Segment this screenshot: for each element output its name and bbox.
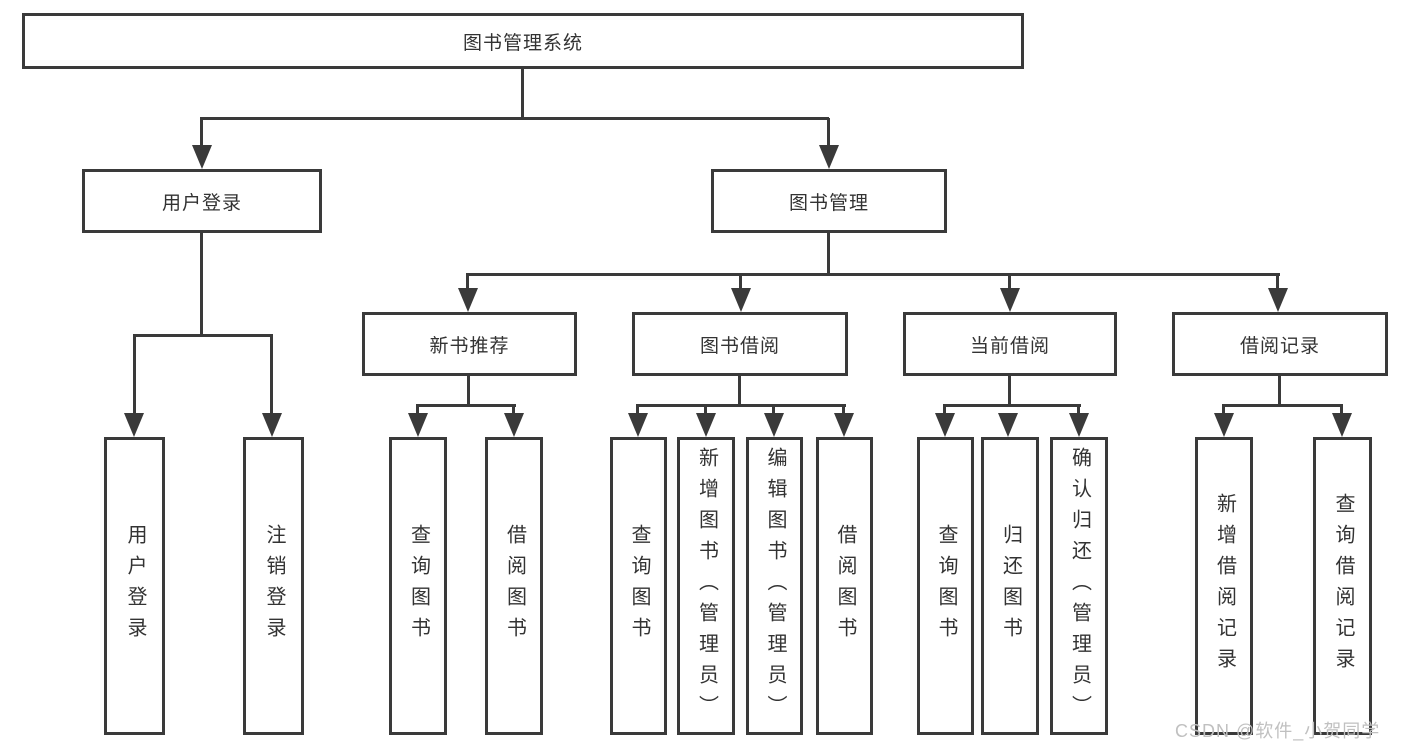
arrow-down-icon: [819, 145, 839, 169]
node-label: 归还图书: [999, 524, 1022, 648]
connector-line: [200, 118, 203, 148]
connector-line: [466, 273, 1280, 276]
connector-line: [1278, 376, 1281, 406]
connector-line: [270, 334, 273, 417]
node-book-management: 图书管理: [711, 169, 947, 233]
connector-line: [467, 376, 470, 406]
arrow-down-icon: [731, 288, 751, 312]
node-label: 查询借阅记录: [1332, 493, 1354, 679]
arrow-down-icon: [192, 145, 212, 169]
leaf-borrow-books: 借阅图书: [816, 437, 873, 735]
connector-line: [704, 405, 707, 417]
connector-line: [1077, 405, 1080, 417]
node-label: 借阅图书: [503, 524, 526, 648]
leaf-confirm-return-admin: 确认归还（管理员）: [1050, 437, 1108, 735]
csdn-watermark: CSDN @软件_小贺同学: [1175, 721, 1381, 741]
connector-line: [943, 404, 1081, 407]
arrow-down-icon: [1000, 288, 1020, 312]
node-label: 借阅记录: [1239, 335, 1320, 357]
node-label: 新增借阅记录: [1213, 493, 1236, 679]
leaf-query-books-current: 查询图书: [917, 437, 974, 735]
arrow-down-icon: [1332, 413, 1352, 437]
node-label: 图书借阅: [699, 335, 780, 357]
connector-line: [133, 334, 273, 337]
connector-line: [416, 404, 516, 407]
connector-line: [1276, 274, 1279, 294]
connector-line: [416, 405, 419, 417]
node-label: 用户登录: [124, 524, 146, 648]
node-new-book-recommend: 新书推荐: [362, 312, 577, 376]
leaf-add-borrow-record: 新增借阅记录: [1195, 437, 1253, 735]
leaf-return-books: 归还图书: [981, 437, 1039, 735]
leaf-query-borrow-record: 查询借阅记录: [1313, 437, 1372, 735]
connector-line: [636, 404, 846, 407]
connector-line: [1008, 376, 1011, 406]
leaf-add-book-admin: 新增图书（管理员）: [677, 437, 735, 735]
connector-line: [772, 405, 775, 417]
node-book-borrowing: 图书借阅: [632, 312, 848, 376]
node-current-borrowing: 当前借阅: [903, 312, 1117, 376]
leaf-borrow-books-recommend: 借阅图书: [485, 437, 543, 735]
node-user-login: 用户登录: [82, 169, 322, 233]
node-label: 查询图书: [935, 524, 957, 648]
node-label: 当前借阅: [969, 335, 1050, 357]
arrow-down-icon: [458, 288, 478, 312]
node-label: 查询图书: [628, 524, 650, 648]
leaf-user-login: 用户登录: [104, 437, 165, 735]
node-label: 编辑图书（管理员）: [764, 446, 786, 726]
connector-line: [1222, 405, 1225, 417]
arrow-down-icon: [696, 413, 716, 437]
node-label: 查询图书: [407, 524, 430, 648]
node-label: 注销登录: [263, 524, 285, 648]
connector-line: [1222, 404, 1343, 407]
connector-line: [842, 405, 845, 417]
leaf-query-books-recommend: 查询图书: [389, 437, 447, 735]
connector-line: [521, 69, 524, 118]
connector-line: [827, 233, 830, 275]
connector-line: [739, 274, 742, 294]
node-root-library-system: 图书管理系统: [22, 13, 1024, 69]
connector-line: [200, 233, 203, 334]
arrow-down-icon: [998, 413, 1018, 437]
arrow-down-icon: [1268, 288, 1288, 312]
node-label: 新书推荐: [429, 335, 510, 357]
leaf-query-books-borrow: 查询图书: [610, 437, 667, 735]
connector-line: [827, 118, 830, 148]
node-label: 图书管理系统: [462, 32, 583, 54]
connector-line: [943, 405, 946, 417]
arrow-down-icon: [262, 413, 282, 437]
arrow-down-icon: [504, 413, 524, 437]
arrow-down-icon: [1214, 413, 1234, 437]
leaf-edit-book-admin: 编辑图书（管理员）: [746, 437, 803, 735]
node-label: 借阅图书: [834, 524, 856, 648]
node-label: 用户登录: [161, 192, 242, 214]
arrow-down-icon: [834, 413, 854, 437]
node-label: 图书管理: [788, 192, 869, 214]
arrow-down-icon: [628, 413, 648, 437]
node-borrowing-records: 借阅记录: [1172, 312, 1388, 376]
node-label: 确认归还（管理员）: [1068, 446, 1091, 726]
arrow-down-icon: [124, 413, 144, 437]
node-label: 新增图书（管理员）: [695, 446, 718, 726]
arrow-down-icon: [408, 413, 428, 437]
connector-line: [738, 376, 741, 406]
connector-line: [200, 117, 829, 120]
connector-line: [466, 274, 469, 294]
leaf-logout: 注销登录: [243, 437, 304, 735]
connector-line: [512, 405, 515, 417]
arrow-down-icon: [764, 413, 784, 437]
connector-line: [636, 405, 639, 417]
connector-line: [1340, 405, 1343, 417]
arrow-down-icon: [935, 413, 955, 437]
connector-line: [1008, 274, 1011, 294]
arrow-down-icon: [1069, 413, 1089, 437]
connector-line: [133, 334, 136, 417]
